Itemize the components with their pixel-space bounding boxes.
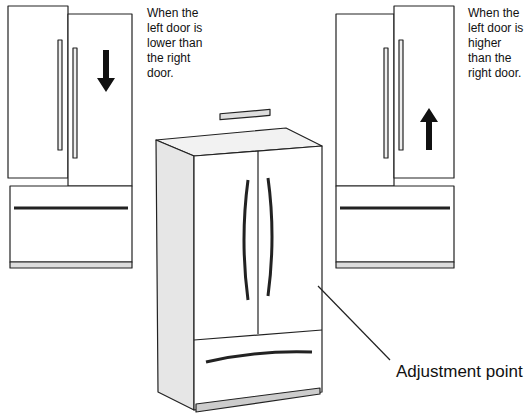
callout-label: Adjustment point xyxy=(396,362,526,382)
leader-line xyxy=(318,286,390,360)
door-note: When the left door is lower than the rig… xyxy=(147,6,205,81)
center-fridge xyxy=(156,109,322,412)
right-fridge xyxy=(336,6,454,268)
left-fridge xyxy=(8,6,132,268)
door-note: When the left door is higher than the ri… xyxy=(468,6,526,81)
